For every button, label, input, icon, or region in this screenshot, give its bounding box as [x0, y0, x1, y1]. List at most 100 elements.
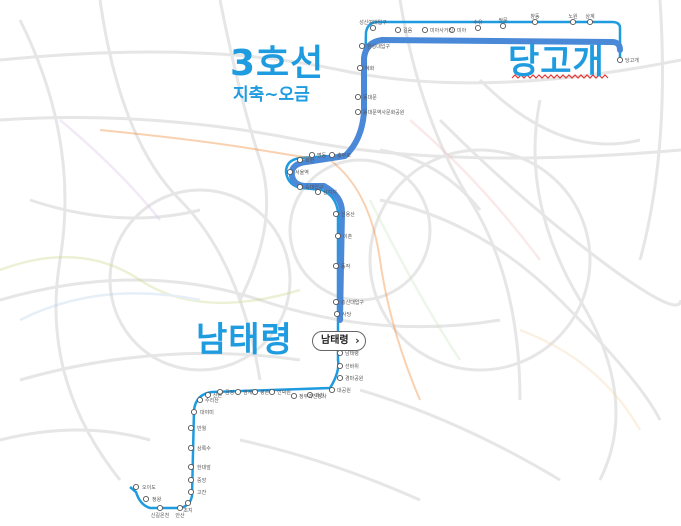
- station-marker[interactable]: 수리산: [196, 396, 219, 404]
- station-marker[interactable]: 안산: [175, 504, 185, 519]
- station-marker[interactable]: 동대문: [354, 93, 377, 101]
- station-marker[interactable]: 정왕: [142, 495, 162, 503]
- station-dot[interactable]: [333, 310, 341, 318]
- station-dot[interactable]: [290, 392, 298, 400]
- station-marker[interactable]: 경마공원: [336, 374, 364, 382]
- station-marker[interactable]: 과천: [306, 391, 325, 399]
- station-dot[interactable]: [569, 18, 577, 26]
- station-dot[interactable]: [474, 24, 482, 32]
- station-dot[interactable]: [187, 488, 195, 496]
- station-marker[interactable]: 당고개: [616, 56, 639, 64]
- station-dot[interactable]: [268, 388, 276, 396]
- station-marker[interactable]: 동대문역사문화공원: [354, 108, 405, 116]
- station-dot[interactable]: [196, 396, 204, 404]
- station-marker[interactable]: 신용산: [332, 210, 355, 218]
- station-marker[interactable]: 한성대입구: [358, 42, 390, 50]
- station-marker[interactable]: 범계: [234, 388, 253, 396]
- station-marker[interactable]: 중앙: [187, 476, 207, 484]
- station-dot[interactable]: [336, 362, 344, 370]
- station-dot[interactable]: [308, 151, 316, 159]
- station-marker[interactable]: 서울역: [286, 168, 309, 176]
- station-dot[interactable]: [296, 183, 304, 191]
- station-dot[interactable]: [187, 444, 195, 452]
- station-marker[interactable]: 성신여대입구: [359, 19, 387, 32]
- station-dot[interactable]: [204, 391, 212, 399]
- station-marker[interactable]: 사당: [333, 310, 352, 318]
- station-dot[interactable]: [156, 504, 164, 512]
- station-dot[interactable]: [296, 156, 304, 164]
- station-dot[interactable]: [394, 26, 402, 34]
- station-dot[interactable]: [334, 232, 342, 240]
- station-marker[interactable]: 정부과천청사: [290, 392, 327, 400]
- station-dot[interactable]: [286, 168, 294, 176]
- station-dot[interactable]: [358, 42, 366, 50]
- station-dot[interactable]: [234, 388, 242, 396]
- station-marker[interactable]: 신길온천: [151, 504, 170, 519]
- station-label: 고잔: [197, 489, 207, 496]
- station-dot[interactable]: [216, 388, 224, 396]
- station-marker[interactable]: 반월: [187, 424, 207, 432]
- station-marker[interactable]: 한대앞: [187, 463, 211, 471]
- station-marker[interactable]: 산본: [204, 391, 223, 399]
- station-marker[interactable]: 혜화: [356, 64, 375, 72]
- station-dot[interactable]: [251, 388, 259, 396]
- station-dot[interactable]: [176, 504, 184, 512]
- station-dot[interactable]: [187, 476, 195, 484]
- station-dot[interactable]: [354, 93, 362, 101]
- station-marker[interactable]: 충무로: [328, 151, 351, 159]
- station-dot[interactable]: [332, 298, 340, 306]
- station-dot[interactable]: [187, 424, 195, 432]
- station-marker[interactable]: 평촌: [251, 388, 270, 396]
- station-marker[interactable]: 삼각지: [314, 188, 337, 196]
- station-dot[interactable]: [332, 210, 340, 218]
- station-marker[interactable]: 오이도: [132, 483, 156, 491]
- station-dot[interactable]: [142, 495, 150, 503]
- station-dot[interactable]: [314, 188, 322, 196]
- station-marker[interactable]: 선바위: [336, 362, 359, 370]
- station-dot[interactable]: [616, 56, 624, 64]
- station-marker[interactable]: 미아사거리: [421, 26, 453, 34]
- station-marker[interactable]: 남태령: [336, 349, 359, 357]
- station-dot[interactable]: [448, 26, 456, 34]
- station-marker[interactable]: 명동: [308, 151, 327, 159]
- station-marker[interactable]: 수유: [473, 20, 483, 32]
- station-dot[interactable]: [190, 408, 198, 416]
- station-marker[interactable]: 상계: [585, 13, 595, 26]
- station-dot[interactable]: [336, 374, 344, 382]
- station-marker[interactable]: 이촌: [334, 232, 353, 240]
- station-callout-button[interactable]: 남태령 ›: [312, 331, 366, 351]
- station-marker[interactable]: 대야미: [190, 408, 214, 416]
- station-marker[interactable]: 대공원: [328, 386, 351, 394]
- station-dot[interactable]: [531, 18, 539, 26]
- station-marker[interactable]: 회현: [296, 156, 315, 164]
- station-dot[interactable]: [369, 24, 377, 32]
- station-marker[interactable]: 동작: [332, 262, 351, 270]
- station-marker[interactable]: 총신대입구: [332, 298, 364, 306]
- station-marker[interactable]: 상록수: [187, 444, 211, 452]
- station-marker[interactable]: 인덕원: [268, 388, 291, 396]
- station-label: 길음: [403, 27, 413, 34]
- station-marker[interactable]: 숙대입구: [296, 183, 324, 191]
- station-dot[interactable]: [184, 499, 192, 507]
- station-dot[interactable]: [132, 483, 140, 491]
- station-marker[interactable]: 노원: [568, 13, 578, 26]
- station-marker[interactable]: 금정: [216, 388, 234, 396]
- station-dot[interactable]: [586, 18, 594, 26]
- station-dot[interactable]: [306, 391, 314, 399]
- station-marker[interactable]: 길음: [394, 26, 413, 34]
- station-dot[interactable]: [187, 463, 195, 471]
- station-label: 혜화: [365, 65, 375, 72]
- station-dot[interactable]: [421, 26, 429, 34]
- station-marker[interactable]: 초지: [183, 499, 193, 514]
- station-marker[interactable]: 창동: [530, 13, 540, 26]
- station-dot[interactable]: [354, 108, 362, 116]
- station-dot[interactable]: [499, 22, 507, 30]
- station-dot[interactable]: [328, 386, 336, 394]
- station-dot[interactable]: [356, 64, 364, 72]
- station-dot[interactable]: [328, 151, 336, 159]
- station-marker[interactable]: 쌍문: [498, 17, 508, 30]
- station-marker[interactable]: 미아: [448, 26, 467, 34]
- station-dot[interactable]: [332, 262, 340, 270]
- station-dot[interactable]: [336, 349, 344, 357]
- station-marker[interactable]: 고잔: [187, 488, 207, 496]
